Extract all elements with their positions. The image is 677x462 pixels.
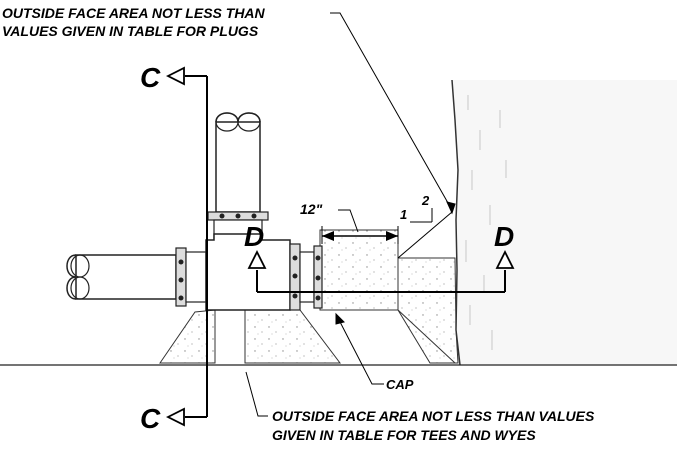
leader-lines <box>245 12 456 417</box>
section-d-right-label: D <box>494 221 514 252</box>
left-pipe <box>66 247 207 307</box>
slope-run-label: 2 <box>421 193 430 208</box>
cap-label: CAP <box>386 377 414 392</box>
section-c-top-label: C <box>140 62 161 93</box>
soil-wall <box>451 79 677 366</box>
tees-note-line1: OUTSIDE FACE AREA NOT LESS THAN VALUES <box>272 408 595 424</box>
plugs-note-line1: OUTSIDE FACE AREA NOT LESS THAN <box>2 5 266 21</box>
dimension-12in <box>321 209 399 244</box>
dimension-label: 12" <box>300 201 323 217</box>
section-c-bottom-label: C <box>140 403 161 434</box>
section-d-left-label: D <box>244 221 264 252</box>
plugs-note-line2: VALUES GIVEN IN TABLE FOR PLUGS <box>2 23 259 39</box>
tees-note-line2: GIVEN IN TABLE FOR TEES AND WYES <box>272 427 536 443</box>
section-line-d <box>247 249 515 293</box>
slope-rise-label: 1 <box>400 207 407 222</box>
slope-indicator <box>397 208 453 259</box>
section-line-c <box>165 66 208 427</box>
flange-bolts <box>178 213 321 301</box>
concrete-thrust-block <box>159 229 459 364</box>
